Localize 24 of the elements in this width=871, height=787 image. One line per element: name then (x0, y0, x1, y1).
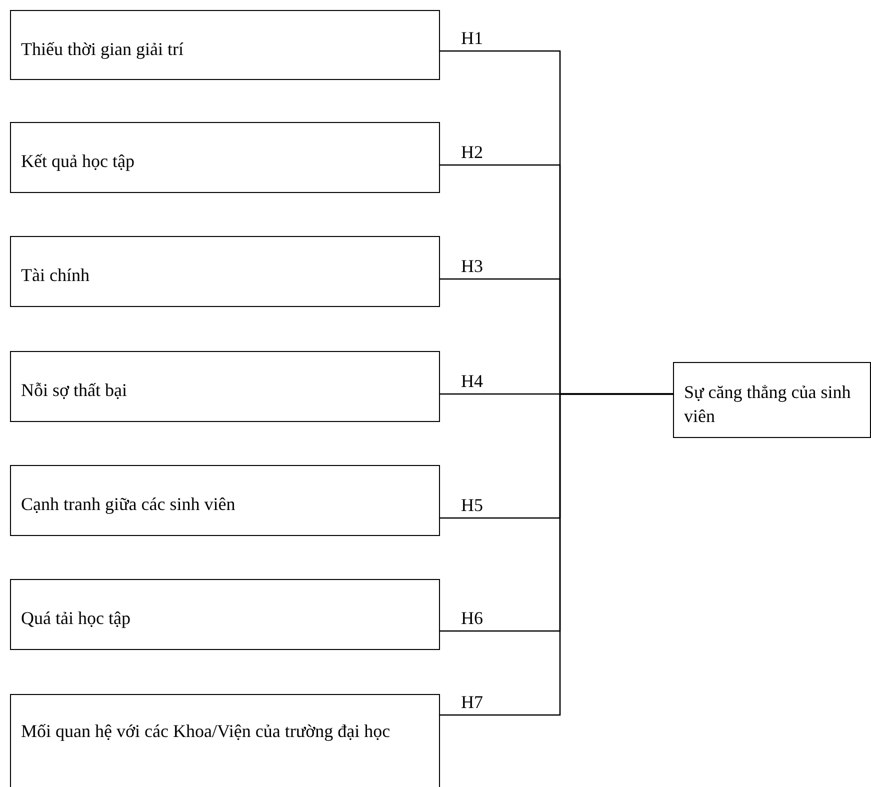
box-text: Tài chính (21, 264, 90, 288)
box-text: Nỗi sợ thất bại (21, 379, 128, 402)
connector-line (440, 393, 673, 716)
box-text: Cạnh tranh giữa các sinh viên (21, 493, 236, 516)
factor-box (10, 694, 440, 787)
factor-box (10, 579, 440, 650)
factor-box (10, 236, 440, 307)
factor-box (10, 122, 440, 193)
edge-label: H2 (461, 143, 483, 161)
edge-label: H7 (461, 693, 483, 711)
box-text: Mối quan hệ với các Khoa/Viện của trường đại học (21, 720, 392, 743)
box-text: Quá tải học tập (21, 607, 132, 630)
factor-box (10, 351, 440, 422)
factor-box (10, 465, 440, 536)
factor-box (10, 10, 440, 80)
edge-label: H4 (461, 372, 483, 390)
factor-box (673, 362, 871, 438)
edge-label: H6 (461, 609, 483, 627)
box-text: Thiếu thời gian giải trí (21, 38, 184, 61)
edge-label: H3 (461, 257, 483, 275)
edge-label: H5 (461, 496, 483, 514)
edge-label: H1 (461, 29, 483, 47)
box-text: Kết quả học tập (21, 150, 136, 174)
box-text: Sự căng thẳng của sinh viên (684, 380, 852, 428)
